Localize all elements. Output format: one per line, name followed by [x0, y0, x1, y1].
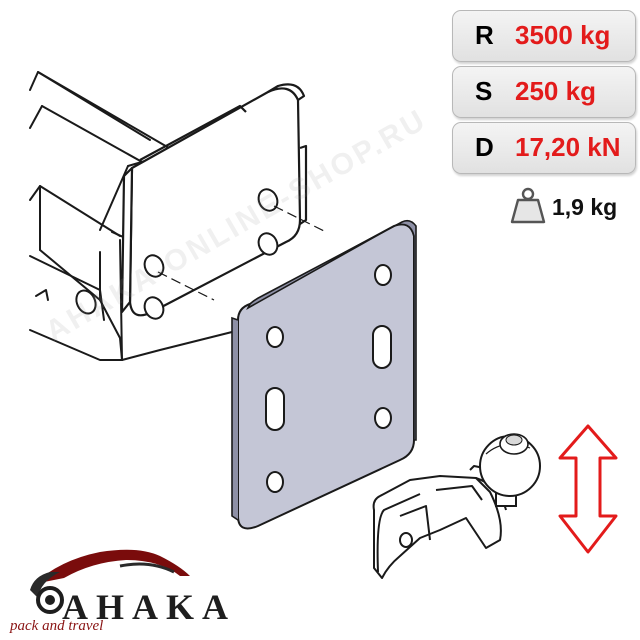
alignment-lines [157, 205, 327, 301]
product-weight: 1,9 kg [508, 186, 634, 228]
spec-row-s: S 250 kg [452, 66, 636, 118]
spec-key: D [475, 132, 494, 162]
car-silhouette-icon [30, 549, 190, 614]
weight-icon [510, 187, 546, 224]
weight-value: 1,9 kg [552, 194, 618, 220]
spec-value: 17,20 kN [515, 132, 621, 162]
brand-name: AHAKA [62, 587, 236, 627]
mount-plate-holes [75, 188, 279, 320]
spec-row-r: R 3500 kg [452, 10, 636, 62]
spec-key: R [475, 20, 494, 50]
vehicle-mount-plate [120, 83, 308, 317]
spec-value: 250 kg [515, 76, 596, 106]
spec-row-d: D 17,20 kN [452, 122, 636, 174]
tow-ball-neck [372, 465, 507, 579]
tow-ball [479, 433, 541, 507]
spec-value: 3500 kg [515, 20, 611, 50]
vertical-load-arrow-icon [558, 424, 618, 554]
tow-bar-plate [231, 219, 417, 530]
brand-tagline: pack and travel [10, 618, 104, 634]
spec-key: S [475, 76, 493, 106]
